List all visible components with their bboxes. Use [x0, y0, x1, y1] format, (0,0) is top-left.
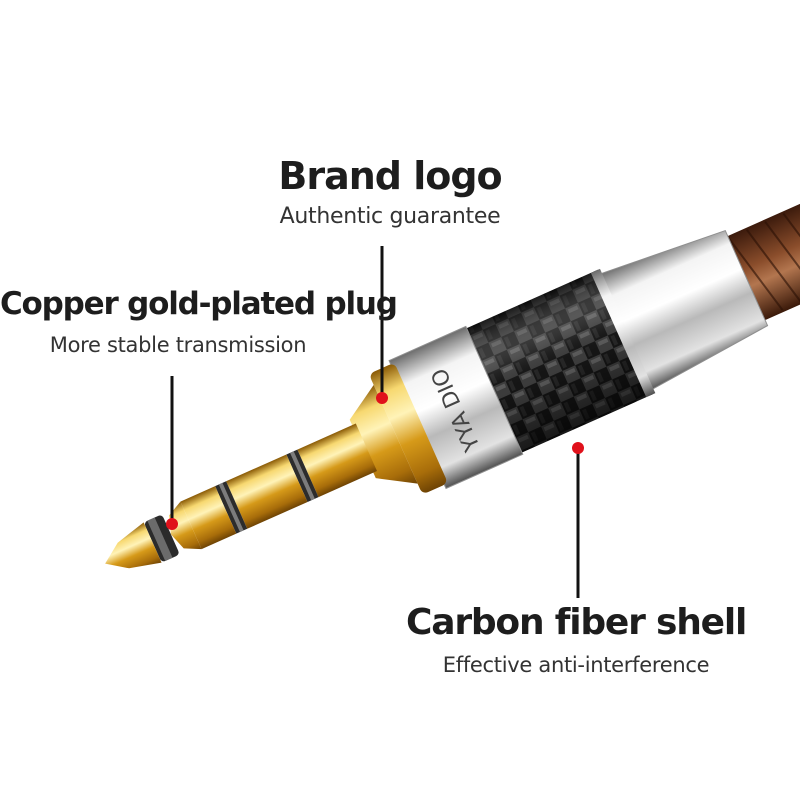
- carbon-fiber-shell: [462, 268, 656, 455]
- shell-subtitle: Effective anti-interference: [442, 653, 710, 677]
- shell-title: Carbon fiber shell: [406, 602, 747, 643]
- brand-logo-subtitle: Authentic guarantee: [279, 204, 501, 229]
- gold-plug-pin: [105, 423, 377, 569]
- plug-title: Copper gold-plated plug: [0, 286, 398, 322]
- shell-marker-dot: [572, 442, 584, 454]
- brand-logo-title: Brand logo: [278, 154, 502, 198]
- marker-dots: [166, 392, 584, 530]
- leader-lines: [170, 246, 580, 598]
- plug-marker-dot: [166, 518, 178, 530]
- plug-callout: Copper gold-plated plug More stable tran…: [0, 284, 398, 360]
- shell-callout: Carbon fiber shell Effective anti-interf…: [406, 600, 747, 680]
- plug-subtitle: More stable transmission: [49, 333, 307, 357]
- gold-nose-cone: [349, 364, 447, 493]
- braided-cable: [718, 150, 800, 325]
- brand-logo-callout: Brand logo Authentic guarantee: [240, 152, 540, 232]
- brand-logo-marker-dot: [376, 392, 388, 404]
